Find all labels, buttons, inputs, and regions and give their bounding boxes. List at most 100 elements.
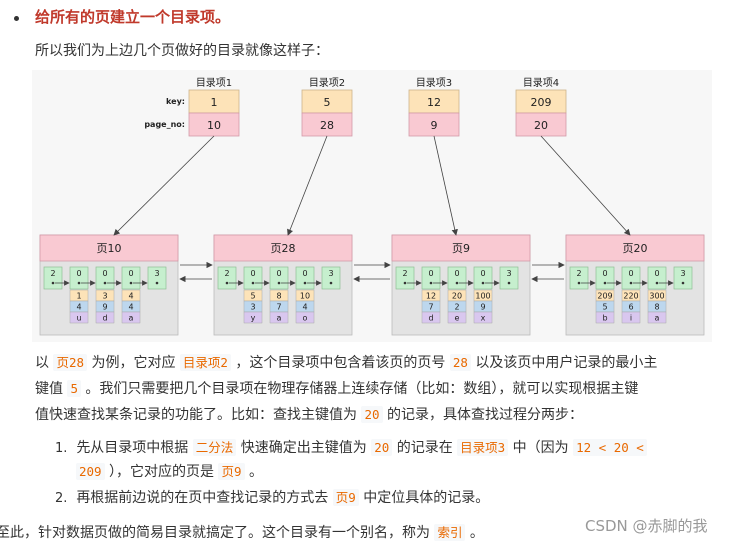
paragraph-example-line1: 以 页28 为例，它对应 目录项2 ，这个目录项中包含着该页的页号 28 以及该…: [35, 352, 657, 372]
page-header: [213, 234, 353, 262]
text: 。: [465, 525, 484, 541]
key-value: 209: [531, 96, 552, 109]
record-field-value: 4: [76, 303, 81, 312]
directory-entry-label: 目录项2: [309, 77, 345, 89]
text: 至此，针对数据页做的简易目录就搞定了。这个目录有一个别名，称为: [0, 525, 435, 541]
code-index: 索引: [434, 524, 466, 541]
slot-value: 0: [454, 269, 459, 278]
code-209: 209: [76, 463, 105, 480]
final-paragraph: 至此，针对数据页做的简易目录就搞定了。这个目录有一个别名，称为 索引 。: [0, 522, 484, 542]
slot-value: 0: [628, 269, 633, 278]
slot-value: 3: [506, 269, 511, 278]
record-slot: [295, 266, 315, 290]
record-slot: [243, 266, 263, 290]
list-item-1-line1: 1. 先从目录项中根据 二分法 快速确定出主键值为 20 的记录在 目录项3 中…: [55, 437, 647, 457]
record-field: [95, 311, 115, 324]
code-binary-search: 二分法: [192, 439, 237, 456]
slot-value: 2: [576, 269, 581, 278]
record-field-value: a: [655, 314, 660, 323]
record-field-value: 9: [480, 303, 485, 312]
record-field-value: 7: [428, 303, 433, 312]
record-field: [295, 311, 315, 324]
record-slot: [95, 266, 115, 290]
record-field-value: 10: [300, 292, 310, 301]
record-field-value: 9: [102, 303, 107, 312]
record-field-value: 220: [623, 292, 638, 301]
key-field-label: key:: [166, 97, 185, 106]
page-title: 页9: [452, 242, 470, 255]
record-field-value: e: [455, 314, 460, 323]
record-slot: [321, 266, 341, 290]
text: 的记录在: [392, 440, 458, 456]
record-field-value: i: [630, 314, 632, 323]
text: ），它对应的页是: [104, 464, 219, 480]
slot-value: 2: [50, 269, 55, 278]
record-slot: [147, 266, 167, 290]
record-field-value: 3: [250, 303, 255, 312]
text: 键值: [35, 381, 68, 397]
record-field-value: 2: [454, 303, 459, 312]
record-field: [243, 311, 263, 324]
record-field: [69, 311, 89, 324]
directory-to-page-arrow: [540, 135, 631, 236]
code-page9: 页9: [218, 463, 245, 480]
record-field: [447, 311, 467, 324]
record-slot: [647, 266, 667, 290]
record-slot: [69, 266, 89, 290]
record-field: [421, 311, 441, 324]
text: 以及该页中用户记录的最小主: [470, 355, 658, 371]
section-heading: 给所有的页建立一个目录项。: [35, 8, 231, 26]
list-item-1-line2: 209 ），它对应的页是 页9 。: [76, 461, 263, 481]
record-field-value: d: [428, 314, 433, 323]
code-page9: 页9: [332, 489, 359, 506]
record-slot: [269, 266, 289, 290]
record-field-value: a: [129, 314, 134, 323]
record-field-value: 5: [250, 292, 255, 301]
key-value: 5: [324, 96, 331, 109]
slot-value: 0: [602, 269, 607, 278]
record-field-value: 8: [654, 303, 659, 312]
record-field-value: 100: [475, 292, 490, 301]
record-field: [647, 311, 667, 324]
record-field-value: 5: [602, 303, 607, 312]
record-field-value: u: [76, 314, 81, 323]
slot-value: 0: [428, 269, 433, 278]
text: 的记录，具体查找过程分两步：: [382, 407, 583, 423]
record-field-value: b: [602, 314, 607, 323]
slot-value: 0: [654, 269, 659, 278]
record-field-value: a: [277, 314, 282, 323]
record-field-value: 4: [302, 303, 307, 312]
pointer-dot: [577, 281, 581, 285]
pointer-dot: [655, 281, 659, 285]
slot-value: 0: [302, 269, 307, 278]
record-field: [595, 311, 615, 324]
paragraph-example-line3: 值快速查找某条记录的功能了。比如：查找主键值为 20 的记录，具体查找过程分两步…: [35, 404, 583, 424]
page-no-field-label: page_no:: [144, 120, 185, 129]
directory-entry-label: 目录项1: [196, 77, 232, 89]
record-field-value: 209: [597, 292, 612, 301]
record-slot: [43, 266, 63, 290]
slot-value: 2: [224, 269, 229, 278]
record-field: [269, 311, 289, 324]
code-dir3: 目录项3: [457, 439, 509, 456]
slot-value: 3: [328, 269, 333, 278]
slot-value: 0: [276, 269, 281, 278]
slot-value: 0: [480, 269, 485, 278]
index-directory-diagram: key:page_no:目录项1110目录项2528目录项3129目录项4209…: [32, 70, 712, 342]
record-slot: [473, 266, 493, 290]
intro-text: 所以我们为上边几个页做好的目录就像这样子：: [35, 43, 329, 59]
page-header: [391, 234, 531, 262]
text: 以: [35, 355, 54, 371]
record-field-value: 12: [426, 292, 436, 301]
directory-entry-label: 目录项4: [523, 77, 559, 89]
text: 中定位具体的记录。: [358, 490, 490, 506]
record-field: [473, 311, 493, 324]
pointer-dot: [251, 281, 255, 285]
directory-entry-label: 目录项3: [416, 77, 452, 89]
